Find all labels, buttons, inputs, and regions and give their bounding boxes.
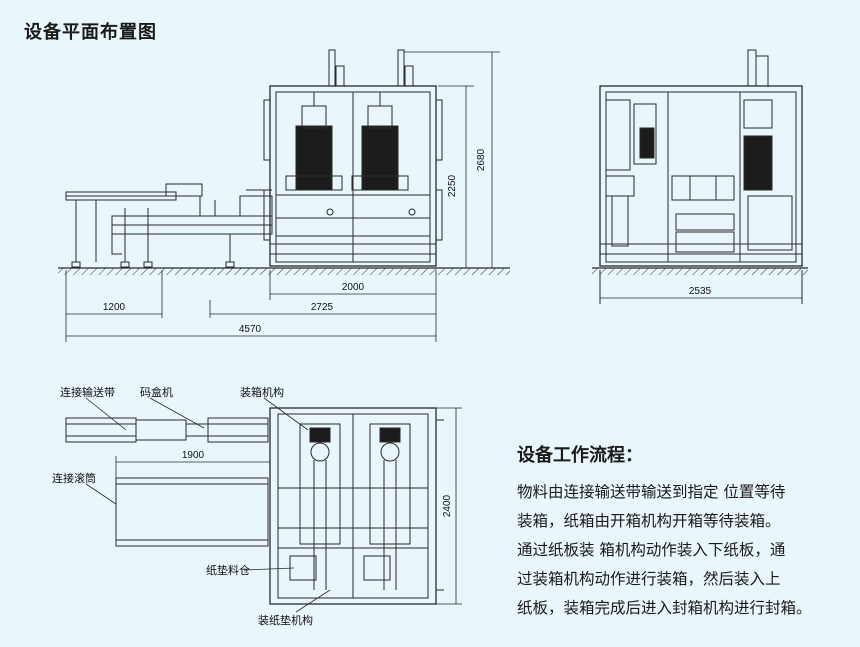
- workflow-line: 装箱，纸箱由开箱机构开箱等待装箱。: [517, 512, 781, 530]
- label-box-stacker: 码盒机: [140, 385, 173, 399]
- dim-2000: 2000: [342, 282, 365, 293]
- workflow-line: 物料由连接输送带输送到指定 位置等待: [517, 483, 786, 501]
- dim-2680: 2680: [476, 148, 487, 171]
- dim-2725: 2725: [311, 302, 334, 313]
- label-pad-magazine: 纸垫料仓: [206, 563, 250, 577]
- dim-2535: 2535: [689, 286, 712, 297]
- dim-2250: 2250: [447, 174, 458, 197]
- workflow-line: 纸板，装箱完成后进入封箱机构进行封箱。: [517, 599, 812, 617]
- plan-view: [65, 397, 462, 613]
- workflow-line: 通过纸板装 箱机构动作装入下纸板，通: [517, 541, 786, 559]
- label-conveyor-belt: 连接输送带: [60, 385, 115, 399]
- workflow-description: 物料由连接输送带输送到指定 位置等待 装箱，纸箱由开箱机构开箱等待装箱。 通过纸…: [517, 478, 817, 623]
- plan-dimension-lines: [115, 407, 462, 605]
- plan-roller-conveyor: [115, 477, 269, 547]
- side-elevation: [592, 49, 808, 304]
- front-dimension-lines: [65, 51, 500, 342]
- workflow-title: 设备工作流程：: [517, 445, 643, 466]
- dim-4570: 4570: [239, 324, 262, 335]
- label-roller-conveyor: 连接滚筒: [52, 471, 96, 485]
- page-title: 设备平面布置图: [24, 22, 157, 43]
- label-packing-mechanism: 装箱机构: [240, 385, 284, 399]
- main-machine-frame: [263, 49, 443, 267]
- workflow-line: 过装箱机构动作进行装箱，然后装入上: [517, 570, 781, 588]
- dim-1900: 1900: [182, 450, 205, 461]
- dim-1200: 1200: [103, 302, 126, 313]
- dim-2400: 2400: [442, 494, 453, 517]
- leader-lines: [85, 397, 331, 613]
- plan-main-frame: [269, 407, 444, 605]
- plan-infeed-conveyor: [65, 417, 269, 443]
- infeed-conveyor: [65, 183, 273, 268]
- front-elevation: [58, 49, 510, 342]
- label-pad-mechanism: 装纸垫机构: [258, 613, 313, 627]
